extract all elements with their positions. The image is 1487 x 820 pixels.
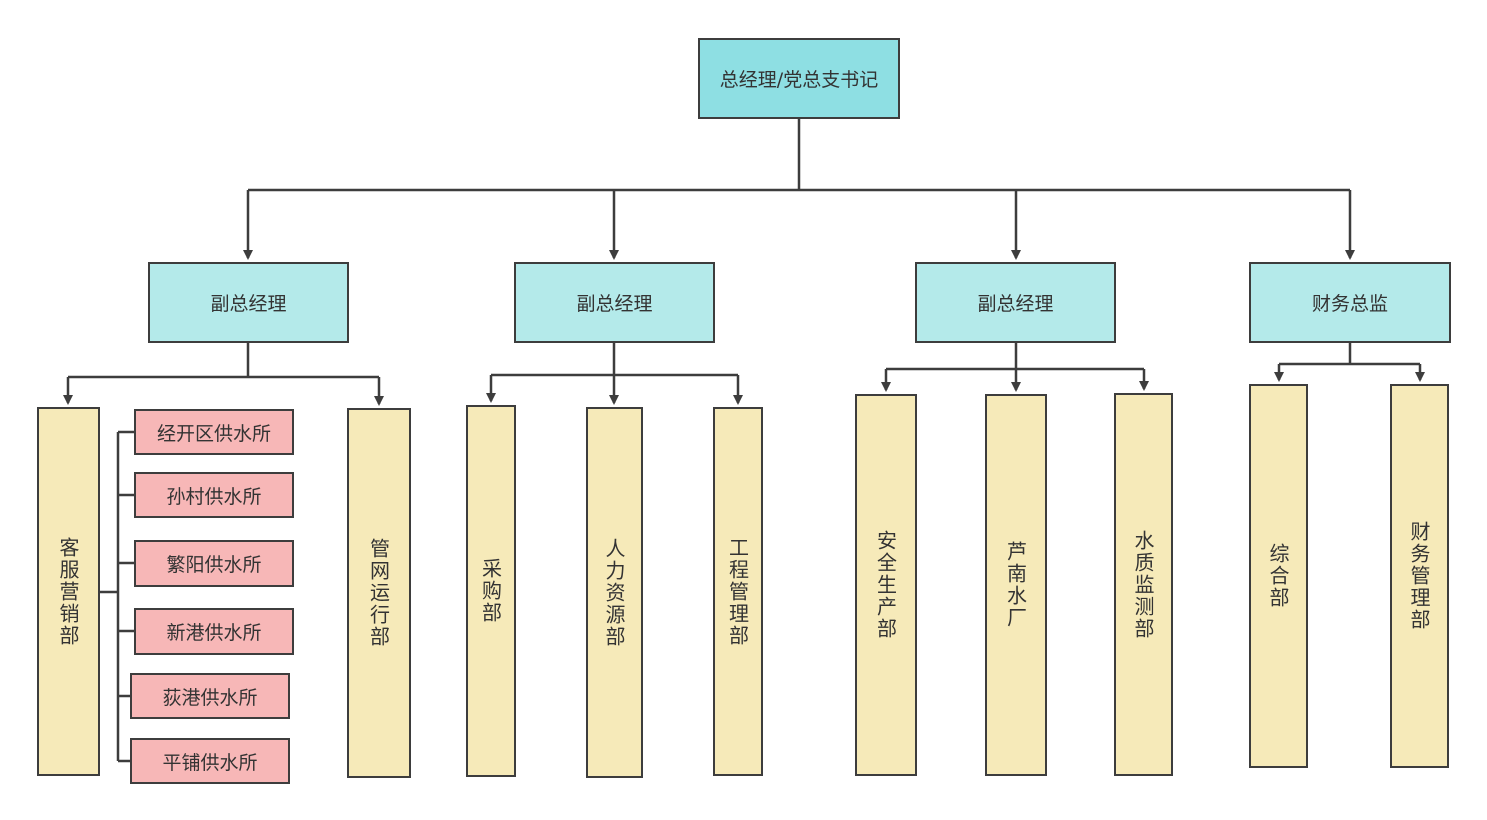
station-jingkaiqu: 经开区供水所	[134, 409, 294, 455]
station-suncun: 孙村供水所	[134, 472, 294, 518]
station-xingang: 新港供水所	[134, 608, 294, 655]
station-digang: 荻港供水所	[130, 673, 290, 719]
node-deputy-manager-2: 副总经理	[514, 262, 715, 343]
node-finance-director: 财务总监	[1249, 262, 1451, 343]
node-deputy-manager-3: 副总经理	[915, 262, 1116, 343]
dept-pipe-network: 管网运行部	[347, 408, 411, 778]
dept-human-resources: 人力资源部	[586, 407, 643, 778]
dept-procurement: 采购部	[466, 405, 516, 777]
dept-finance-management: 财务管理部	[1390, 384, 1449, 768]
dept-water-quality: 水质监测部	[1114, 393, 1173, 776]
dept-customer-service: 客服营销部	[37, 407, 100, 776]
node-general-manager: 总经理/党总支书记	[698, 38, 900, 119]
node-deputy-manager-1: 副总经理	[148, 262, 349, 343]
dept-general-affairs: 综合部	[1249, 384, 1308, 768]
station-pingpu: 平铺供水所	[130, 738, 290, 784]
station-fanyang: 繁阳供水所	[134, 540, 294, 587]
dept-lunan-water-plant: 芦南水厂	[985, 394, 1047, 776]
dept-safety-production: 安全生产部	[855, 394, 917, 776]
dept-engineering: 工程管理部	[713, 407, 763, 776]
